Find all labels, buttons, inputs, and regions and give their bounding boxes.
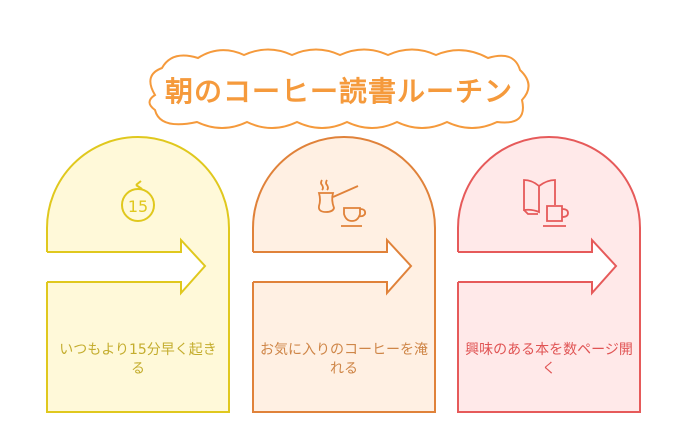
book-and-mug-icon (523, 179, 569, 227)
step-1-arrow-icon (47, 237, 207, 296)
title-cloud (148, 48, 530, 129)
step-3-arrow-fill (456, 240, 616, 293)
svg-text:15: 15 (128, 197, 148, 216)
diagram-title: 朝のコーヒー読書ルーチン (164, 75, 513, 108)
clock-15-minutes-icon: 15 (121, 180, 155, 222)
step-3-label: 興味のある本を数ページ開く (465, 342, 633, 377)
step-1-label: いつもより15分早く起きる (59, 342, 217, 377)
step-2-label: お気に入りのコーヒーを淹れる (260, 342, 428, 377)
coffee-pot-and-cup-icon (317, 179, 367, 227)
step-3-arrow-icon (458, 237, 618, 296)
step-2-arrow-icon (253, 237, 413, 296)
step-2-arrow-fill (251, 240, 411, 293)
step-1-arrow-fill (45, 240, 205, 293)
